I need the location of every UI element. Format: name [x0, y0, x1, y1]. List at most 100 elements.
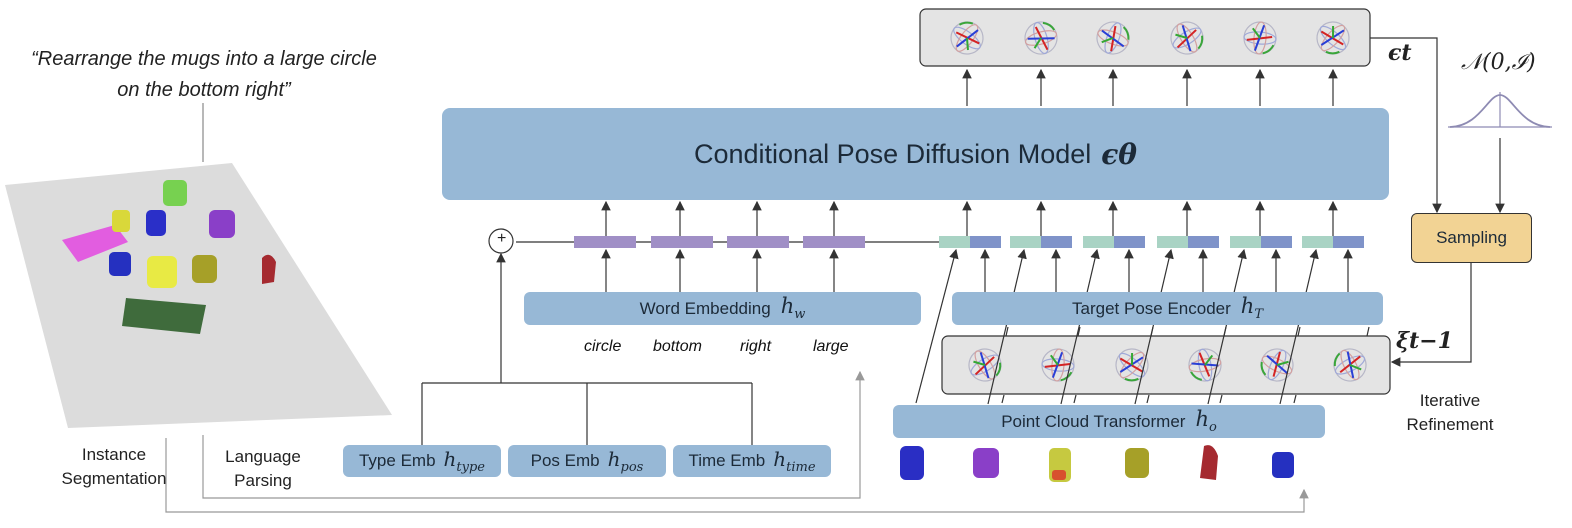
sampling-label: Sampling — [1436, 228, 1507, 247]
green-tray — [122, 298, 206, 334]
normal-distribution-label: 𝒩(0,ℐ) — [1461, 50, 1536, 75]
pose-token-pose-2 — [1114, 236, 1145, 248]
thumb-purple-mug — [973, 448, 999, 478]
input-pose-panel — [941, 335, 1391, 395]
pos-emb-symbol: hpos — [607, 447, 644, 475]
target-pose-encoder-label: Target Pose Encoder — [1072, 298, 1231, 318]
small-yellow-mug — [112, 210, 130, 232]
type-emb-label: Type Emb — [358, 451, 436, 470]
word-token-2 — [727, 236, 789, 248]
model-to-output-arrows — [962, 68, 1338, 106]
pose-pct-link-1 — [1073, 394, 1077, 404]
pose-tpe-link-5 — [1366, 326, 1370, 337]
blue-mug-top — [146, 210, 166, 236]
feedback-lines — [165, 370, 1309, 513]
time-emb-block: Time Emb htime — [673, 445, 831, 477]
token-row — [574, 236, 1364, 248]
object-thumbnails — [900, 445, 1294, 482]
point-cloud-transformer-block: Point Cloud Transformer ho — [893, 405, 1325, 438]
iterative-refinement-caption: Iterative Refinement — [1390, 389, 1510, 437]
time-emb-symbol: htime — [773, 447, 816, 475]
iterative-caption-line-1: Iterative — [1419, 391, 1481, 410]
output-pose-gizmo-4 — [1243, 21, 1277, 55]
time-emb-label: Time Emb — [688, 451, 766, 470]
input-pose-gizmo-5 — [1333, 348, 1367, 382]
pose-token-pose-4 — [1261, 236, 1292, 248]
input-pose-gizmos — [968, 348, 1367, 382]
point-cloud-transformer-label: Point Cloud Transformer — [1001, 411, 1186, 431]
language-caption-line-1: Language — [225, 447, 301, 466]
gaussian-plot — [1448, 92, 1552, 128]
model-symbol: ϵθ — [1101, 137, 1137, 171]
thumb-blue-mug — [900, 446, 924, 480]
sampling-block: Sampling — [1411, 213, 1532, 263]
output-pose-gizmo-3 — [1170, 21, 1204, 55]
instruction-line-1: “Rearrange the mugs into a large circle — [31, 48, 377, 70]
pct-first-arrow — [915, 248, 959, 404]
word-embedding-block: Word Embedding hw — [524, 292, 921, 325]
pct-diag-4 — [1279, 248, 1319, 405]
pose-tpe-link-4 — [1297, 326, 1301, 337]
instance-caption-line-1: Instance — [81, 445, 147, 464]
model-title: Conditional Pose Diffusion Model — [694, 138, 1092, 169]
word-circle: circle — [584, 338, 622, 355]
table-plane — [5, 163, 392, 428]
point-cloud-transformer-symbol: ho — [1195, 407, 1217, 436]
word-token-3 — [803, 236, 865, 248]
pose-token-obj-4 — [1230, 236, 1261, 248]
pose-token-pose-0 — [970, 236, 1001, 248]
pose-token-obj-0 — [939, 236, 970, 248]
pose-token-pose-5 — [1333, 236, 1364, 248]
pose-tpe-link-3 — [1223, 326, 1227, 337]
type-emb-block: Type Emb htype — [343, 445, 501, 477]
pct-diag-1 — [1060, 248, 1100, 405]
pose-tpe-link-1 — [1077, 326, 1081, 337]
pose-pct-link-0 — [1001, 394, 1005, 404]
red-object — [262, 254, 276, 284]
olive-mug — [192, 255, 217, 283]
iterative-caption-line-2: Refinement — [1406, 415, 1494, 434]
word-to-token-arrows — [601, 248, 839, 293]
target-pose-encoder-symbol: hT — [1240, 294, 1263, 323]
target-pose-encoder-block: Target Pose Encoder hT — [952, 292, 1383, 325]
instruction-quote: “Rearrange the mugs into a large circle … — [0, 44, 408, 106]
pose-pct-link-3 — [1219, 394, 1223, 404]
word-bottom: bottom — [653, 338, 702, 355]
word-embedding-symbol: hw — [780, 294, 806, 323]
pose-token-obj-1 — [1010, 236, 1041, 248]
pose-to-encoder-lines — [1005, 326, 1370, 337]
pose-token-obj-2 — [1083, 236, 1114, 248]
thumb-blue-mug-2 — [1272, 452, 1294, 478]
green-mug — [163, 180, 187, 206]
output-pose-gizmo-2 — [1096, 21, 1130, 55]
pink-object — [62, 225, 128, 262]
purple-mug — [209, 210, 235, 238]
pose-to-pct-lines — [1001, 394, 1297, 404]
pose-tpe-link-0 — [1005, 326, 1009, 337]
word-token-1 — [651, 236, 713, 248]
pose-token-obj-3 — [1157, 236, 1188, 248]
instance-caption-line-2: Segmentation — [61, 469, 167, 488]
encoder-to-token-arrows — [980, 248, 1353, 292]
epsilon-t-label: ϵt — [1388, 40, 1412, 66]
word-large: large — [813, 338, 849, 355]
word-right: right — [740, 338, 772, 355]
type-emb-symbol: htype — [443, 447, 486, 475]
input-pose-gizmo-4 — [1260, 348, 1294, 382]
output-pose-panel — [919, 8, 1371, 67]
thumb-red-object — [1200, 445, 1218, 480]
point-cloud-objects — [62, 180, 276, 334]
word-token-0 — [574, 236, 636, 248]
refinement-loop — [1370, 37, 1505, 367]
blue-mug — [109, 252, 131, 276]
output-pose-gizmo-5 — [1316, 21, 1350, 55]
language-caption-line-2: Parsing — [234, 471, 292, 490]
pose-pct-link-2 — [1146, 394, 1150, 404]
pose-diffusion-model-block: Conditional Pose Diffusion Model ϵθ — [442, 108, 1389, 200]
instruction-line-2: on the bottom right” — [117, 79, 291, 101]
input-pose-gizmo-2 — [1115, 348, 1149, 382]
embedding-tree — [421, 252, 753, 446]
pose-token-obj-5 — [1302, 236, 1333, 248]
pose-tpe-link-2 — [1150, 326, 1154, 337]
